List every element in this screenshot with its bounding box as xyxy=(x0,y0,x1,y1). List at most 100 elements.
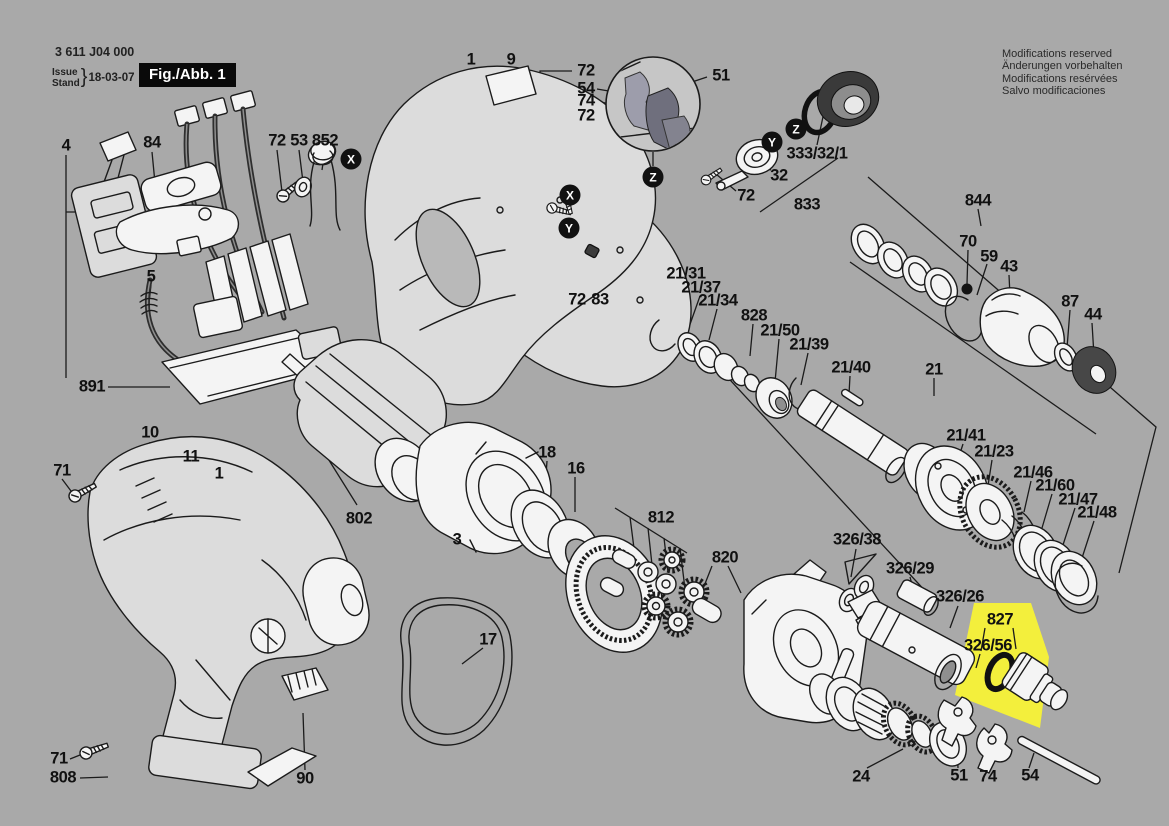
part-label: 54 xyxy=(1021,766,1039,785)
part-label: 21/48 xyxy=(1077,503,1117,522)
detail-badge-x: X xyxy=(559,184,581,206)
striker-group-drawing xyxy=(850,223,1117,394)
issue-brace: } xyxy=(80,66,88,88)
part-label: 21/60 xyxy=(1035,476,1075,495)
part-label: 87 xyxy=(1061,292,1079,311)
part-label: 828 xyxy=(740,306,768,325)
part-label: 74 xyxy=(577,91,595,110)
notice-line: Salvo modificaciones xyxy=(1002,85,1106,98)
notice-line: Modifications reserved xyxy=(1002,48,1113,60)
hammer-tube-drawing xyxy=(838,553,976,691)
detail-badge-z: Z xyxy=(642,166,664,188)
part-label: 51 xyxy=(950,766,968,785)
part-label: 21/34 xyxy=(698,291,738,310)
part-label-highlighted: 326/56 xyxy=(963,636,1013,655)
part-label: 21/41 xyxy=(946,426,986,445)
part-label: 32 xyxy=(770,166,788,185)
part-label: 21/46 xyxy=(1013,463,1053,482)
notice-line: Änderungen vorbehalten xyxy=(1002,60,1123,73)
button-84 xyxy=(140,161,222,213)
pin-21-40 xyxy=(840,388,864,407)
part-label: 11 xyxy=(182,447,200,466)
part-label: 326/38 xyxy=(832,530,882,549)
part-label: 802 xyxy=(345,509,373,528)
tube-326-26 xyxy=(856,600,976,686)
issue-word-de: Stand xyxy=(52,77,80,89)
issue-date: 18-03-07 xyxy=(88,71,135,84)
part-label: 90 xyxy=(296,769,314,788)
part-label: 21/23 xyxy=(974,442,1014,461)
label-pad-808 xyxy=(247,747,317,787)
shift-levers-drawing xyxy=(937,696,1101,785)
part-label: 4 xyxy=(61,136,71,155)
part-label: 72 xyxy=(268,131,286,150)
part-label: 1 xyxy=(466,50,476,69)
piston-group-drawing xyxy=(984,651,1069,711)
part-label: 326/26 xyxy=(935,587,985,606)
part-label: 891 xyxy=(78,377,106,396)
assembled-tool-drawing xyxy=(66,435,370,790)
gasket-drawing xyxy=(400,597,513,746)
detail-badge-y: Y xyxy=(761,131,783,153)
part-label: 17 xyxy=(479,630,497,649)
part-label: 833 xyxy=(793,195,821,214)
part-label: 72 xyxy=(577,61,595,80)
part-label: 326/29 xyxy=(885,559,935,578)
part-label: 53 xyxy=(290,131,308,150)
part-label: 16 xyxy=(567,459,585,478)
part-label: 83 xyxy=(591,290,609,309)
modification-notices: Modifications reserved Änderungen vorbeh… xyxy=(1002,48,1122,98)
part-label: 3 xyxy=(452,530,462,549)
cap-90 xyxy=(281,667,329,701)
part-label: 71 xyxy=(50,749,68,768)
part-label: 84 xyxy=(143,133,161,152)
part-label: 5 xyxy=(146,267,156,286)
part-label: 333/32/1 xyxy=(786,144,848,163)
part-label: 808 xyxy=(49,768,77,787)
issue-word-en: Issue xyxy=(52,66,78,78)
issue-stand-block: Issue Stand } 18-03-07 xyxy=(52,66,135,89)
part-label: 24 xyxy=(852,767,870,786)
document-part-number: 3 611 J04 000 xyxy=(55,45,135,59)
part-label: 21/40 xyxy=(831,358,871,377)
part-label: 43 xyxy=(1000,257,1018,276)
part-label: 51 xyxy=(712,66,730,85)
type-plate-9 xyxy=(485,65,537,106)
part-label: 10 xyxy=(141,423,159,442)
detail-badge-y: Y xyxy=(558,217,580,239)
part-label: 72 xyxy=(737,186,755,205)
part-label: 852 xyxy=(311,131,339,150)
part-label: 21/47 xyxy=(1058,490,1098,509)
part-label: 44 xyxy=(1084,305,1102,324)
part-label: 54 xyxy=(577,79,595,98)
part-label: 72 xyxy=(577,106,595,125)
spindle-group-drawing xyxy=(649,319,1099,614)
part-label: 74 xyxy=(979,767,997,786)
figure-label: Fig./Abb. 1 xyxy=(139,63,236,87)
part-label: 9 xyxy=(506,50,516,69)
part-label: 59 xyxy=(980,247,998,266)
part-label: 1 xyxy=(214,464,224,483)
spring-5 xyxy=(139,291,158,315)
notice-line: Modifications resérvées xyxy=(1002,72,1118,85)
part-label: 820 xyxy=(711,548,739,567)
part-label: 812 xyxy=(647,508,675,527)
detail-circle-inset xyxy=(605,56,701,152)
part-label: 18 xyxy=(538,443,556,462)
ball-70 xyxy=(961,283,973,295)
part-label: 71 xyxy=(53,461,71,480)
electronics-module-drawing xyxy=(161,233,343,405)
planet-gears-drawing xyxy=(599,546,710,638)
part-label: 21 xyxy=(925,360,943,379)
screw-washer-spring-drawing xyxy=(273,140,341,231)
part-label: 21/37 xyxy=(681,278,721,297)
plug-83 xyxy=(584,243,600,259)
sleeve-326-29 xyxy=(896,579,938,613)
wheel-and-flange-drawing xyxy=(698,71,880,191)
part-label: 844 xyxy=(964,191,992,210)
rod-54 xyxy=(1017,735,1101,785)
part-label-highlighted: 827 xyxy=(986,610,1014,629)
part-label: 72 xyxy=(568,290,586,309)
